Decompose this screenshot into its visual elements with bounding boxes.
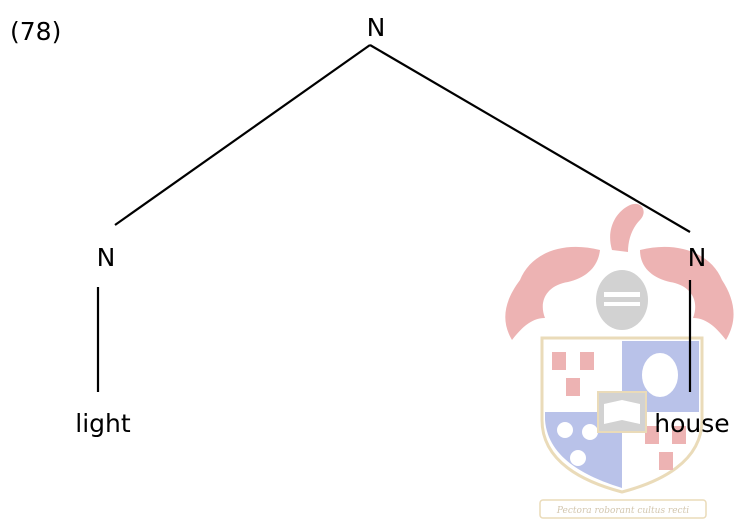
crest-plume [610, 203, 644, 252]
right-leaf-label: house [654, 409, 729, 438]
central-inescutcheon [597, 391, 647, 433]
tower-3 [566, 378, 580, 396]
acorn-3 [570, 450, 586, 466]
head-profile [642, 353, 678, 397]
helmet-visor [604, 292, 640, 297]
right-node-label: N [688, 243, 707, 272]
shield [540, 336, 704, 494]
root-node-label: N [367, 13, 386, 42]
tower-1 [552, 352, 566, 370]
edge-root-left [114, 44, 371, 226]
tower-2 [580, 352, 594, 370]
acorn-1 [557, 422, 573, 438]
tower-4 [645, 426, 659, 444]
motto-scroll [539, 499, 707, 519]
left-node-label: N [97, 243, 116, 272]
motto-text: Pectora roborant cultus recti [556, 506, 689, 516]
shield-quarter-br [622, 412, 699, 488]
book-icon [604, 400, 640, 424]
shield-quarter-bl [545, 412, 622, 488]
shield-quarter-tr [622, 341, 699, 412]
helmet-visor-2 [604, 302, 640, 306]
coat-of-arms-watermark: Pectora roborant cultus recti [505, 203, 734, 519]
acorn-2 [582, 424, 598, 440]
left-leaf-label: light [75, 409, 131, 438]
mantling-left [505, 246, 600, 340]
example-number: (78) [10, 17, 61, 46]
mantling-right [640, 246, 734, 340]
edge-root-right [369, 44, 691, 233]
shield-quarter-tl [545, 341, 622, 412]
helmet [596, 270, 648, 330]
tower-5 [672, 426, 686, 444]
tower-6 [659, 452, 673, 470]
